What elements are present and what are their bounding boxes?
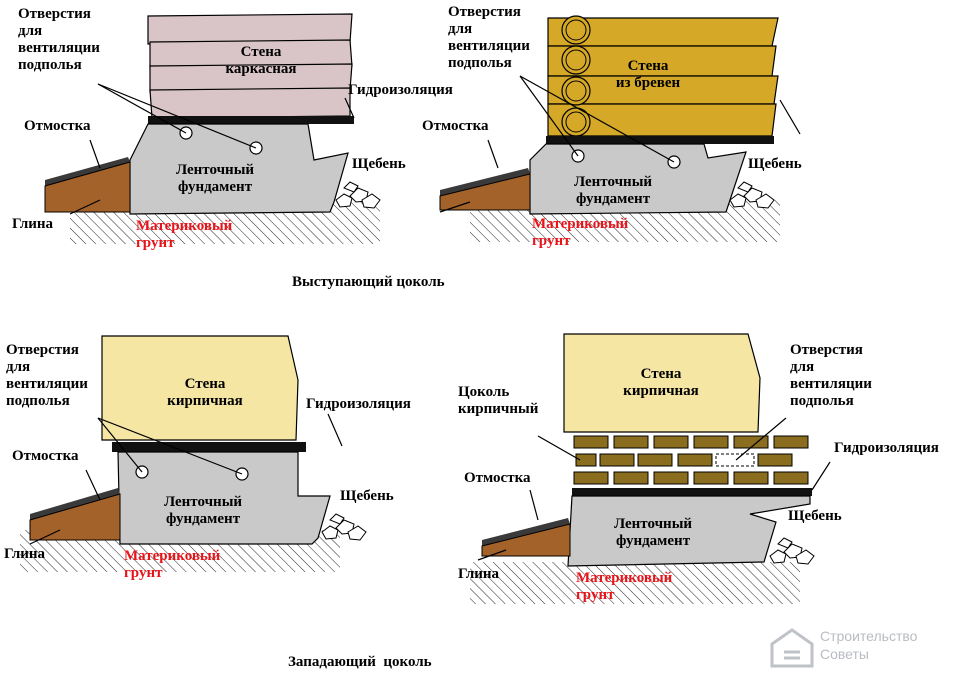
label-blind-area: Отмостка	[422, 118, 489, 134]
label-vent-holes: Отверстия для вентиляции подполья	[790, 342, 872, 409]
watermark-text: Строительство Советы	[820, 627, 917, 663]
gravel	[729, 181, 775, 209]
clay-layer	[481, 523, 571, 557]
strip-foundation	[117, 451, 331, 545]
label-wall-logs: Стена из бревен	[615, 58, 681, 91]
label-vent-holes: Отверстия для вентиляции подполья	[448, 4, 530, 71]
label-blind-area: Отмостка	[464, 470, 531, 486]
frame-wall	[147, 13, 353, 119]
label-wall-frame: Стена каркасная	[225, 44, 297, 77]
label-gravel: Щебень	[352, 156, 406, 172]
label-native-soil: Материковый грунт	[136, 218, 233, 251]
waterproofing-strip	[572, 488, 812, 496]
gravel	[335, 181, 381, 209]
panel-brick-wall	[20, 335, 367, 572]
caption-protruding-plinth: Выступающий цоколь	[292, 274, 445, 290]
label-wall-brick: Стена кирпичная	[167, 376, 243, 409]
brick-wall	[563, 333, 761, 433]
waterproofing-strip	[112, 442, 306, 452]
label-strip-foundation: Ленточный фундамент	[573, 174, 653, 207]
label-native-soil: Материковый грунт	[124, 548, 221, 581]
label-vent-holes: Отверстия для вентиляции подполья	[18, 6, 100, 73]
label-strip-foundation: Ленточный фундамент	[175, 162, 255, 195]
leader-lines	[29, 413, 343, 545]
label-waterproofing: Гидроизоляция	[348, 82, 453, 98]
label-waterproofing: Гидроизоляция	[834, 440, 939, 456]
strip-foundation	[567, 495, 811, 567]
watermark-line-2: Советы	[820, 646, 869, 662]
leader-lines	[477, 417, 831, 561]
label-blind-area: Отмостка	[12, 448, 79, 464]
vent-hole	[249, 141, 263, 155]
label-waterproofing: Гидроизоляция	[306, 396, 411, 412]
leader-lines	[439, 75, 801, 213]
label-clay: Глина	[458, 566, 500, 582]
panel-frame-wall	[44, 13, 381, 244]
log-wall	[547, 15, 779, 137]
watermark-line-1: Строительство	[820, 628, 918, 644]
label-vent-holes: Отверстия для вентиляции подполья	[6, 342, 88, 409]
label-gravel: Щебень	[748, 156, 802, 172]
blind-area	[440, 168, 530, 196]
blind-area	[45, 157, 130, 186]
label-native-soil: Материковый грунт	[576, 570, 673, 603]
label-strip-foundation: Ленточный фундамент	[613, 516, 693, 549]
waterproofing-strip	[546, 136, 774, 144]
ground-hatch	[470, 562, 800, 604]
label-clay: Глина	[4, 546, 46, 562]
gravel	[769, 537, 815, 565]
blind-area	[482, 518, 570, 546]
label-blind-area: Отмостка	[24, 118, 91, 134]
clay-layer	[29, 493, 121, 541]
leader-lines	[69, 83, 355, 215]
panel-log-wall	[439, 15, 801, 242]
label-native-soil: Материковый грунт	[532, 216, 629, 249]
panel-brick-plinth	[470, 333, 831, 604]
waterproofing-strip	[148, 116, 354, 124]
label-brick-plinth: Цоколь кирпичный	[458, 384, 539, 417]
watermark-logo-icon	[770, 628, 814, 668]
clay-layer	[44, 161, 131, 213]
label-strip-foundation: Ленточный фундамент	[163, 494, 243, 527]
label-gravel: Щебень	[788, 508, 842, 524]
caption-recessed-plinth: Западающий цоколь	[288, 654, 432, 670]
gravel	[321, 513, 367, 541]
label-gravel: Щебень	[340, 488, 394, 504]
brick-plinth	[573, 435, 809, 485]
clay-layer	[439, 173, 531, 211]
label-clay: Глина	[12, 216, 54, 232]
label-wall-brick: Стена кирпичная	[623, 366, 699, 399]
